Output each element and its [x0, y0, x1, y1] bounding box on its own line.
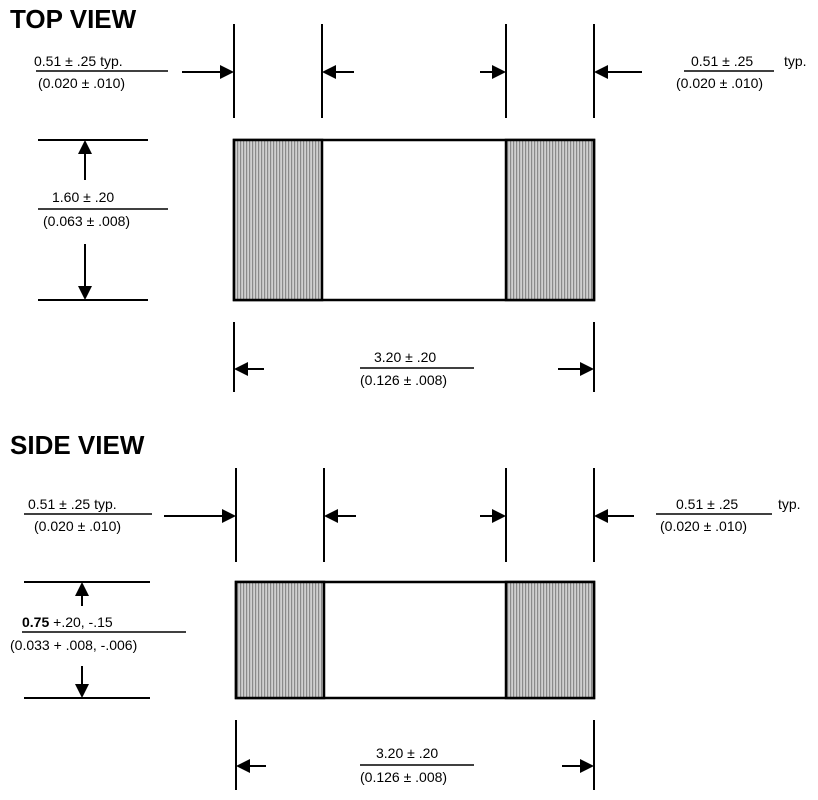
side-terminal-left — [234, 580, 326, 700]
side-right-term-arrowhead-left — [594, 509, 608, 523]
side-thickness-arrowhead-up — [75, 582, 89, 596]
side-thickness-mm-tolerance: +.20, -.15 — [49, 614, 113, 630]
side-length-mm: 3.20 ± .20 — [376, 745, 438, 761]
side-view: SIDE VIEW 0.51 ± .25 typ. (0.020 ± .010)… — [10, 430, 801, 790]
top-width-in: (0.063 ± .008) — [43, 213, 130, 229]
top-right-term-in: (0.020 ± .010) — [676, 75, 763, 91]
top-left-term-in: (0.020 ± .010) — [38, 75, 125, 91]
top-view-title: TOP VIEW — [10, 4, 137, 34]
top-left-term-arrowhead-left — [322, 65, 336, 79]
side-thickness-mm: 0.75 +.20, -.15 — [22, 614, 113, 630]
top-terminal-left — [232, 138, 324, 302]
side-left-term-arrowhead-right — [222, 509, 236, 523]
top-length-arrowhead-right — [580, 362, 594, 376]
top-right-term-arrowhead-left — [594, 65, 608, 79]
top-width-arrowhead-up — [78, 140, 92, 154]
top-view: TOP VIEW 0.51 ± .25 typ. (0.020 ± .010) … — [10, 4, 807, 392]
side-thickness-arrowhead-down — [75, 684, 89, 698]
top-length-in: (0.126 ± .008) — [360, 372, 447, 388]
top-terminal-right — [504, 138, 596, 302]
side-left-term-mm: 0.51 ± .25 typ. — [28, 496, 117, 512]
top-length-mm: 3.20 ± .20 — [374, 349, 436, 365]
top-right-term-typ: typ. — [784, 53, 807, 69]
side-view-title: SIDE VIEW — [10, 430, 145, 460]
top-width-mm: 1.60 ± .20 — [52, 189, 114, 205]
top-left-term-arrowhead-right — [220, 65, 234, 79]
side-right-term-typ: typ. — [778, 496, 801, 512]
side-right-term-in: (0.020 ± .010) — [660, 518, 747, 534]
side-length-in: (0.126 ± .008) — [360, 769, 447, 785]
top-right-term-arrowhead-right — [492, 65, 506, 79]
side-length-arrowhead-left — [236, 759, 250, 773]
side-left-term-in: (0.020 ± .010) — [34, 518, 121, 534]
side-terminal-right — [504, 580, 596, 700]
side-thickness-in: (0.033 + .008, -.006) — [10, 637, 137, 653]
side-right-term-mm: 0.51 ± .25 — [676, 496, 738, 512]
side-left-term-arrowhead-left — [324, 509, 338, 523]
side-length-arrowhead-right — [580, 759, 594, 773]
side-right-term-arrowhead-right — [492, 509, 506, 523]
side-thickness-mm-nominal: 0.75 — [22, 614, 49, 630]
top-right-term-mm: 0.51 ± .25 — [691, 53, 753, 69]
top-length-arrowhead-left — [234, 362, 248, 376]
top-width-arrowhead-down — [78, 286, 92, 300]
top-left-term-mm: 0.51 ± .25 typ. — [34, 53, 123, 69]
